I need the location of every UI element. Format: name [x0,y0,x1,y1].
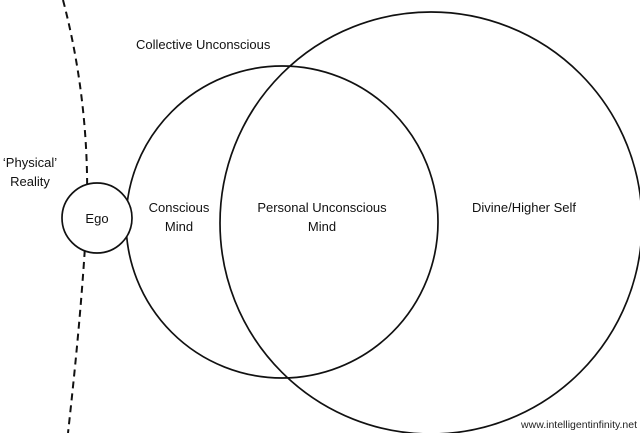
personal-unconscious-label-line2: Mind [308,219,336,234]
physical-reality-label-line2: Reality [10,174,50,189]
conscious-mind-label-line2: Mind [165,219,193,234]
ego-circle [61,182,133,254]
ego-label: Ego [85,211,108,226]
divine-higher-self-label: Divine/Higher Self [472,200,576,215]
physical-reality-label-line1: ‘Physical’ [3,155,57,170]
personal-unconscious-label-line1: Personal Unconscious [257,200,387,215]
conscious-mind-label-line1: Conscious [149,200,210,215]
collective-unconscious-label: Collective Unconscious [136,37,271,52]
website-credit: www.intelligentinfinity.net [520,419,637,431]
divine-higher-self-circle [219,11,640,433]
